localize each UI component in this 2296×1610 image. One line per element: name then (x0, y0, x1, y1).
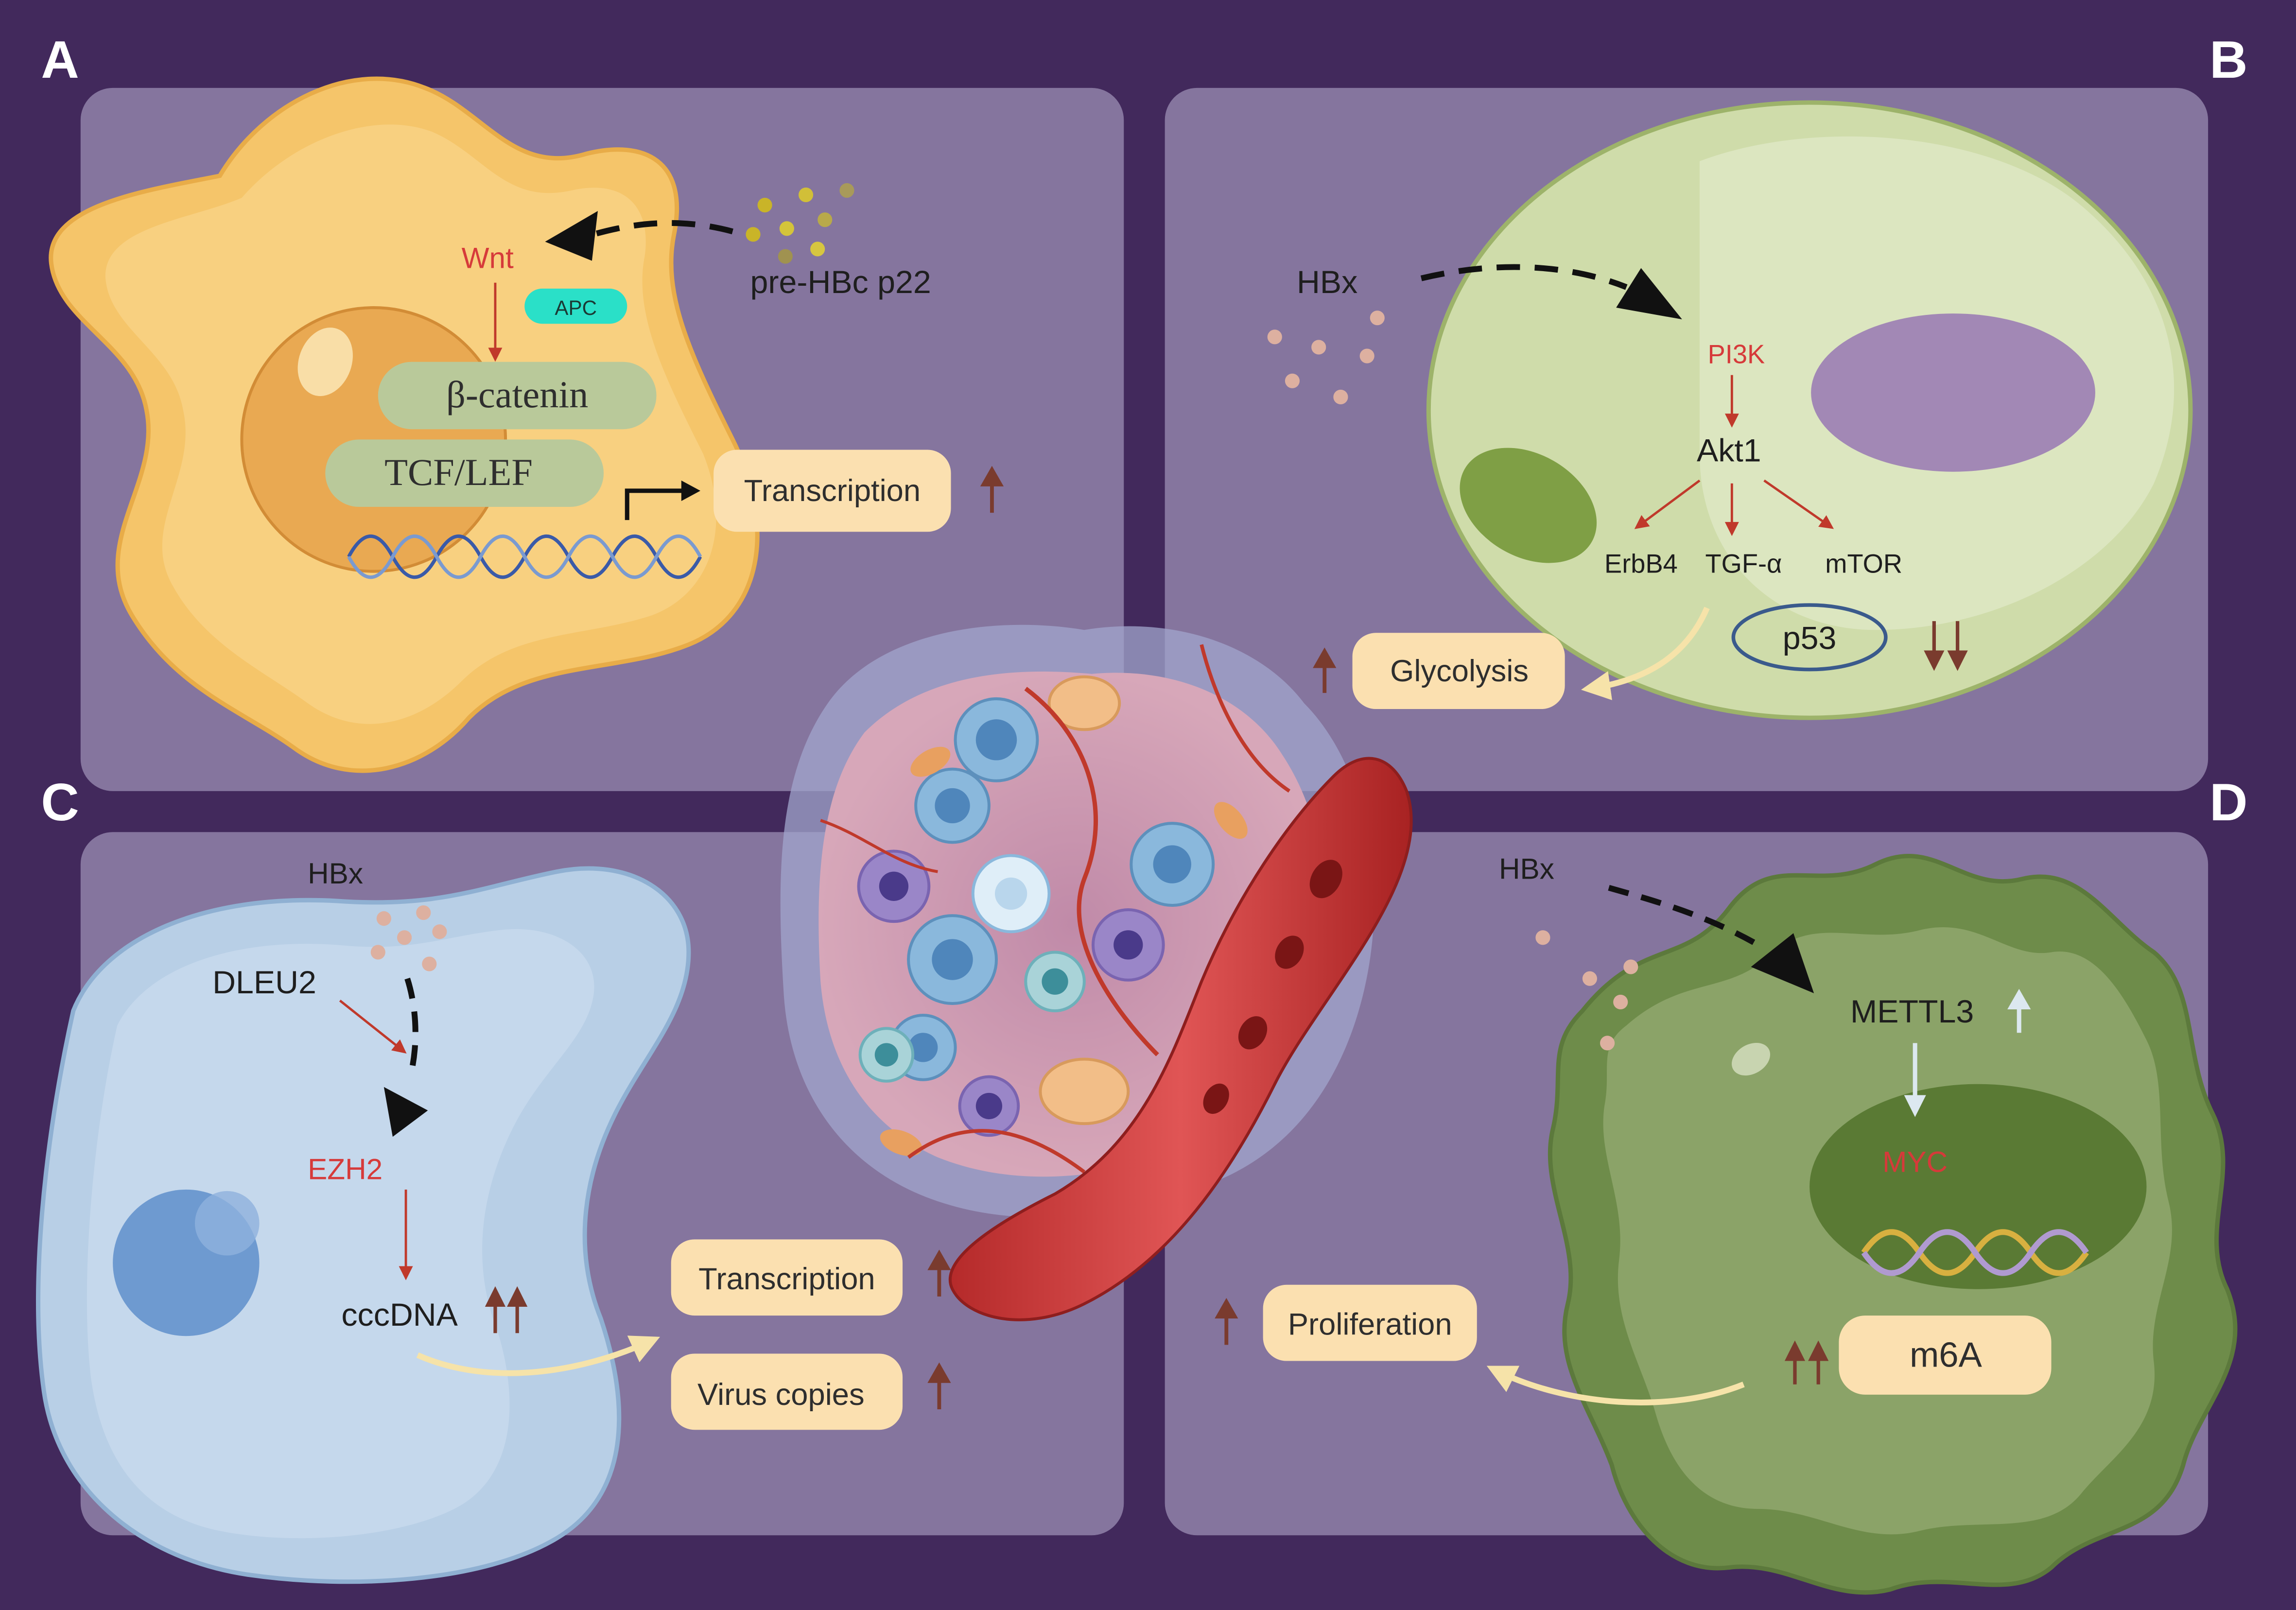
hbx-particles-c (370, 905, 447, 971)
virus-copies-box (671, 1353, 903, 1430)
hbx-dashed-arrow-d (1608, 885, 1760, 948)
pre-hbc-particles (746, 183, 854, 264)
glycolysis-box (1352, 633, 1565, 710)
proliferation-box (1263, 1284, 1477, 1361)
beta-catenin-label: β-catenin (446, 373, 588, 415)
arrowhead-icon-b (1616, 268, 1682, 320)
up-arrow-icon-c2 (927, 1362, 951, 1410)
transcription-start-arrow (625, 488, 689, 520)
pale-up-arrow-icon (2007, 988, 2031, 1033)
p53-label: p53 (1783, 620, 1837, 656)
pre-hbc-dashed-arrow (592, 220, 733, 238)
glycolysis-arrow (1581, 606, 1710, 700)
pi3k-label: PI3K (1708, 340, 1765, 369)
transcription-label-a: Transcription (744, 474, 921, 508)
blood-vessel (948, 757, 1413, 1321)
tcf-lef-label: TCF/LEF (384, 451, 533, 493)
myc-label: MYC (1882, 1145, 1948, 1178)
dna-helix-a (347, 534, 702, 579)
panel-c-cell (36, 866, 691, 1584)
m6a-arrow (1486, 1366, 1745, 1405)
cccdna-arrow (416, 1335, 661, 1376)
panel-d-letter: D (2209, 773, 2247, 831)
up-arrow-icon (980, 466, 1004, 513)
beta-catenin-box (378, 362, 657, 430)
ezh2-label: EZH2 (308, 1153, 383, 1186)
wnt-label: Wnt (462, 242, 514, 275)
double-up-arrow-icon-d (1784, 1340, 1829, 1385)
mettl3-label: METTL3 (1850, 994, 1974, 1030)
mitochondrion (1460, 448, 1597, 563)
double-down-arrow-icon (1924, 621, 1968, 671)
m6a-box (1839, 1316, 2052, 1395)
transcription-box-a (713, 450, 951, 532)
hbx-particles-b (1267, 311, 1385, 405)
apc-badge (524, 288, 627, 324)
tcf-lef-box (325, 439, 604, 507)
double-up-arrow-icon-c (485, 1286, 528, 1333)
hbx-label-c: HBx (308, 857, 363, 890)
panel-b-letter: B (2209, 30, 2247, 89)
arrowhead-icon (545, 211, 598, 261)
hbx-particles-d (1535, 930, 1638, 1051)
panel-a-letter: A (41, 30, 79, 89)
mtor-label: mTOR (1825, 550, 1902, 579)
up-arrow-icon-b (1313, 647, 1337, 693)
nucleus-d (1809, 1084, 2147, 1289)
p53-ellipse (1731, 603, 1888, 672)
nucleus-b (1811, 313, 2095, 472)
dleu2-label: DLEU2 (212, 965, 316, 1001)
virus-copies-label: Virus copies (697, 1378, 865, 1412)
hbx-label-b: HBx (1297, 264, 1357, 300)
arrowhead-icon-d (1751, 933, 1814, 993)
hbx-label-d: HBx (1499, 852, 1554, 885)
transcription-box-c (671, 1239, 903, 1316)
erbb4-label: ErbB4 (1604, 550, 1678, 579)
panel-d-cell (1548, 853, 2238, 1595)
glycolysis-label: Glycolysis (1390, 654, 1529, 688)
panel-c-letter: C (41, 773, 79, 831)
dna-helix-d (1861, 1229, 2089, 1276)
proliferation-label: Proliferation (1288, 1307, 1452, 1341)
up-arrow-icon-c1 (927, 1249, 951, 1297)
m6a-label: m6A (1910, 1336, 1983, 1375)
cccdna-label: cccDNA (341, 1297, 458, 1333)
arrowhead-icon-c (383, 1087, 428, 1137)
pre-hbc-label: pre-HBc p22 (750, 264, 931, 300)
transcription-label-c: Transcription (698, 1262, 875, 1296)
tgf-label: TGF-α (1705, 550, 1782, 579)
apc-label: APC (555, 296, 597, 319)
up-arrow-icon-d (1215, 1298, 1238, 1345)
panel-b-cell (1426, 100, 2193, 720)
akt1-label: Akt1 (1697, 433, 1761, 469)
hbx-dashed-arrow-c (404, 977, 418, 1078)
